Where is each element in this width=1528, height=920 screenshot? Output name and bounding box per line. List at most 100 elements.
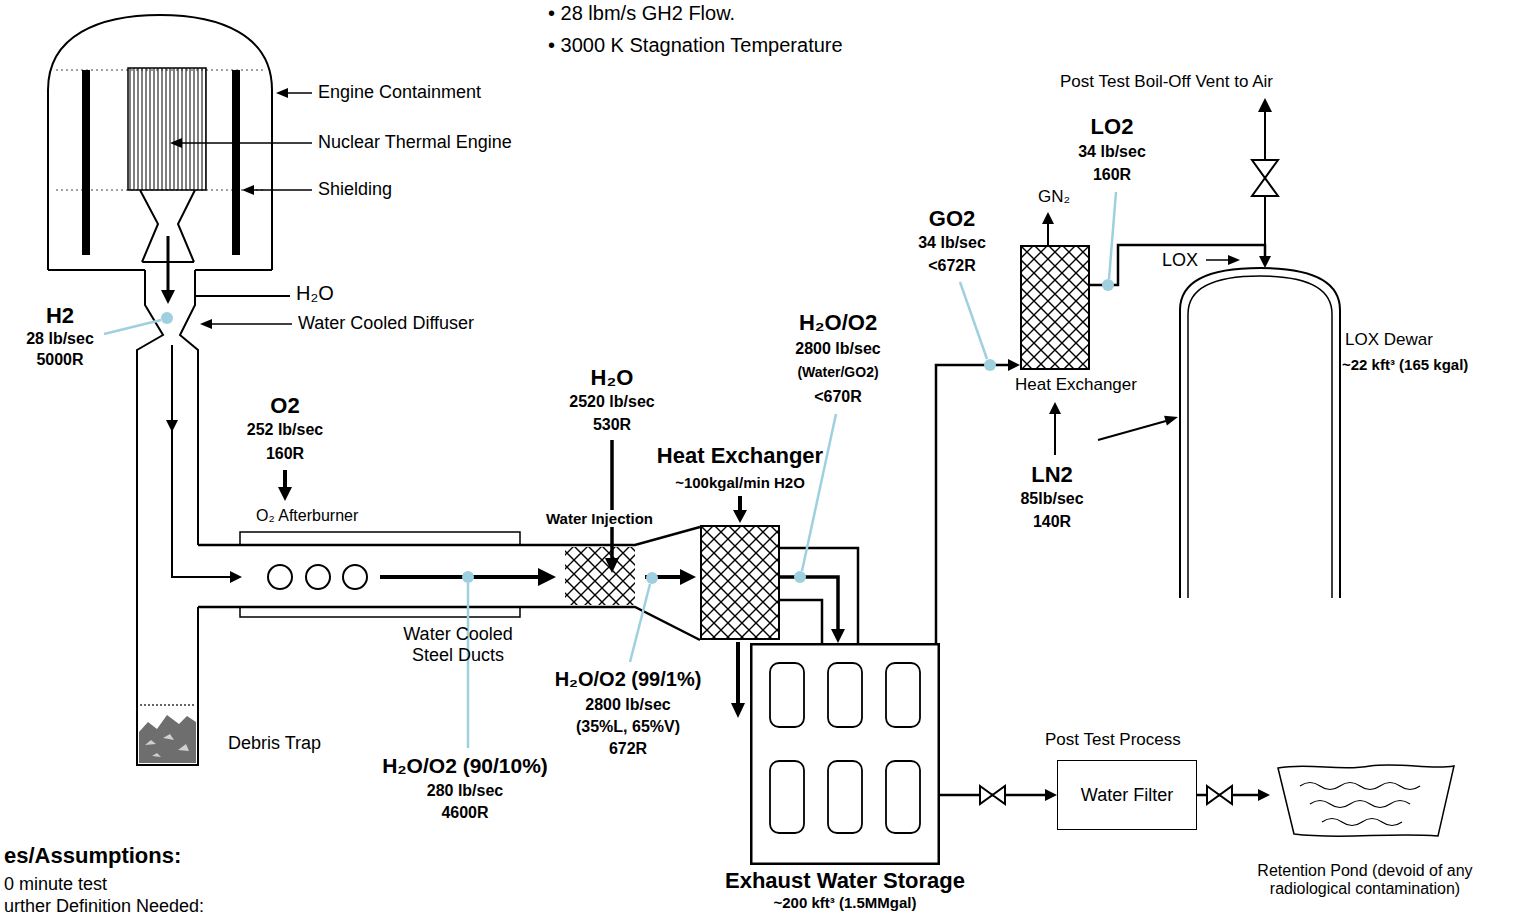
callout-arrow	[286, 92, 312, 94]
retention-pond: Retention Pond (devoid of any radiologic…	[1270, 760, 1460, 840]
debris	[145, 734, 189, 757]
flow-arrow	[1047, 222, 1049, 245]
arrow-head	[278, 487, 292, 501]
arrow-head	[166, 420, 178, 432]
callout-label: 2800 lb/sec	[795, 340, 880, 358]
flow-arrow	[610, 440, 614, 560]
leader-line	[1109, 192, 1116, 279]
callout-label: O₂ Afterburner	[256, 507, 358, 525]
node-label: Heat Exchanger	[1015, 375, 1137, 395]
heat-exchanger: Heat Exchanger~100kgal/min H2O	[700, 525, 780, 640]
callout-label: Debris Trap	[228, 733, 321, 754]
callout-arrow	[1206, 259, 1230, 261]
pond-outline	[1270, 760, 1460, 840]
arrow-head	[161, 290, 175, 304]
callout-label: es/Assumptions:	[4, 843, 181, 868]
injector	[343, 565, 367, 589]
node-label: ~200 kft³ (1.5MMgal)	[690, 894, 1000, 911]
debris	[139, 715, 196, 763]
leader-dot	[646, 572, 658, 584]
node-label: Retention Pond (devoid of any radiologic…	[1245, 862, 1485, 899]
dewar-outline	[1180, 268, 1340, 598]
callout-label: Water Cooled Diffuser	[298, 313, 474, 334]
node-label: ~22 kft³ (165 kgal)	[1342, 356, 1468, 373]
leader-dot	[462, 571, 474, 583]
shielding-bar	[232, 70, 240, 255]
callout-label: 34 lb/sec	[918, 234, 986, 252]
callout-label: Nuclear Thermal Engine	[318, 132, 512, 153]
arrow-head	[1258, 98, 1272, 112]
arrow-head	[230, 571, 242, 583]
arrow-head	[170, 138, 182, 148]
arrow-head	[1045, 789, 1057, 801]
crosshatch-core	[701, 526, 779, 639]
flow-arrow	[172, 345, 232, 577]
arrow-head	[538, 568, 556, 586]
callout-label: 530R	[593, 416, 631, 434]
injector	[268, 565, 292, 589]
flow-arrow	[167, 236, 170, 292]
leader-line	[960, 282, 987, 359]
node-label: LOX Dewar	[1345, 330, 1433, 350]
callout-label: H₂O	[591, 365, 634, 390]
arrow-head	[276, 88, 288, 98]
callout-arrow	[210, 323, 292, 325]
callout-label: 0 minute test	[4, 874, 107, 895]
cooling-jacket	[240, 532, 520, 617]
flow-connector	[936, 359, 1020, 643]
storage-outline	[751, 644, 939, 864]
arrow-head	[731, 703, 745, 718]
leader-line	[630, 584, 650, 662]
callout-label: 2800 lb/sec	[585, 696, 670, 714]
arrow-head	[1042, 212, 1054, 224]
tank-symbol	[828, 761, 862, 833]
callout-label: GO2	[929, 206, 975, 231]
hatch-outline	[700, 525, 780, 640]
callout-label: LO2	[1091, 114, 1134, 139]
arrow-head	[680, 569, 696, 585]
callout-label: GN₂	[1038, 187, 1070, 207]
callout-label: 252 lb/sec	[247, 421, 324, 439]
arrow-head	[1228, 255, 1240, 265]
callout-label: H₂O/O2 (99/1%)	[555, 668, 702, 691]
tank-symbol	[828, 663, 862, 727]
flow-arrow	[1098, 421, 1166, 440]
leader-line	[467, 583, 470, 748]
flow-arrow	[380, 575, 540, 579]
callout-label: H₂O/O2 (90/10%)	[382, 754, 548, 778]
callout-label: urther Definition Needed:	[4, 896, 204, 917]
tank-symbol	[770, 663, 804, 727]
node-label: ~100kgal/min H2O	[640, 474, 840, 491]
connector-line	[780, 577, 838, 635]
callout-label: 5000R	[36, 351, 83, 369]
valve-symbol	[980, 786, 1005, 804]
callout-label: 160R	[266, 445, 304, 463]
callout-arrow	[252, 189, 312, 191]
callout-label: H₂O	[296, 282, 334, 305]
diffuser-wall	[137, 270, 198, 765]
arrow-head	[1259, 256, 1271, 268]
dewar-tank: LOX Dewar~22 kft³ (165 kgal)	[1180, 268, 1340, 598]
water-line	[196, 295, 290, 297]
callout-label: H₂O/O2	[799, 310, 877, 335]
heat-exchanger: Heat Exchanger	[1020, 245, 1090, 370]
dewar-outline	[1180, 268, 1340, 598]
reactor-core	[128, 68, 206, 190]
water-injection	[565, 547, 635, 605]
callout-label: • 28 lbm/s GH2 Flow.	[548, 2, 735, 25]
callout-label: (35%L, 65%V)	[576, 718, 680, 736]
callout-label: Water Cooled Steel Ducts	[388, 624, 528, 665]
callout-label: 160R	[1093, 166, 1131, 184]
tanks-outline	[750, 643, 940, 865]
water-waves	[1300, 783, 1420, 826]
callout-label: O2	[270, 393, 299, 418]
pond-outline	[1278, 765, 1454, 836]
node-label: Heat Exchanger	[640, 443, 840, 468]
debris-line	[140, 704, 196, 706]
callout-label: (Water/GO2)	[797, 364, 878, 380]
callout-arrow	[180, 142, 312, 144]
hatch-outline	[1020, 245, 1090, 370]
arrow-head	[733, 510, 747, 523]
callout-label: LN2	[1031, 462, 1073, 487]
arrow-head	[1258, 789, 1270, 801]
